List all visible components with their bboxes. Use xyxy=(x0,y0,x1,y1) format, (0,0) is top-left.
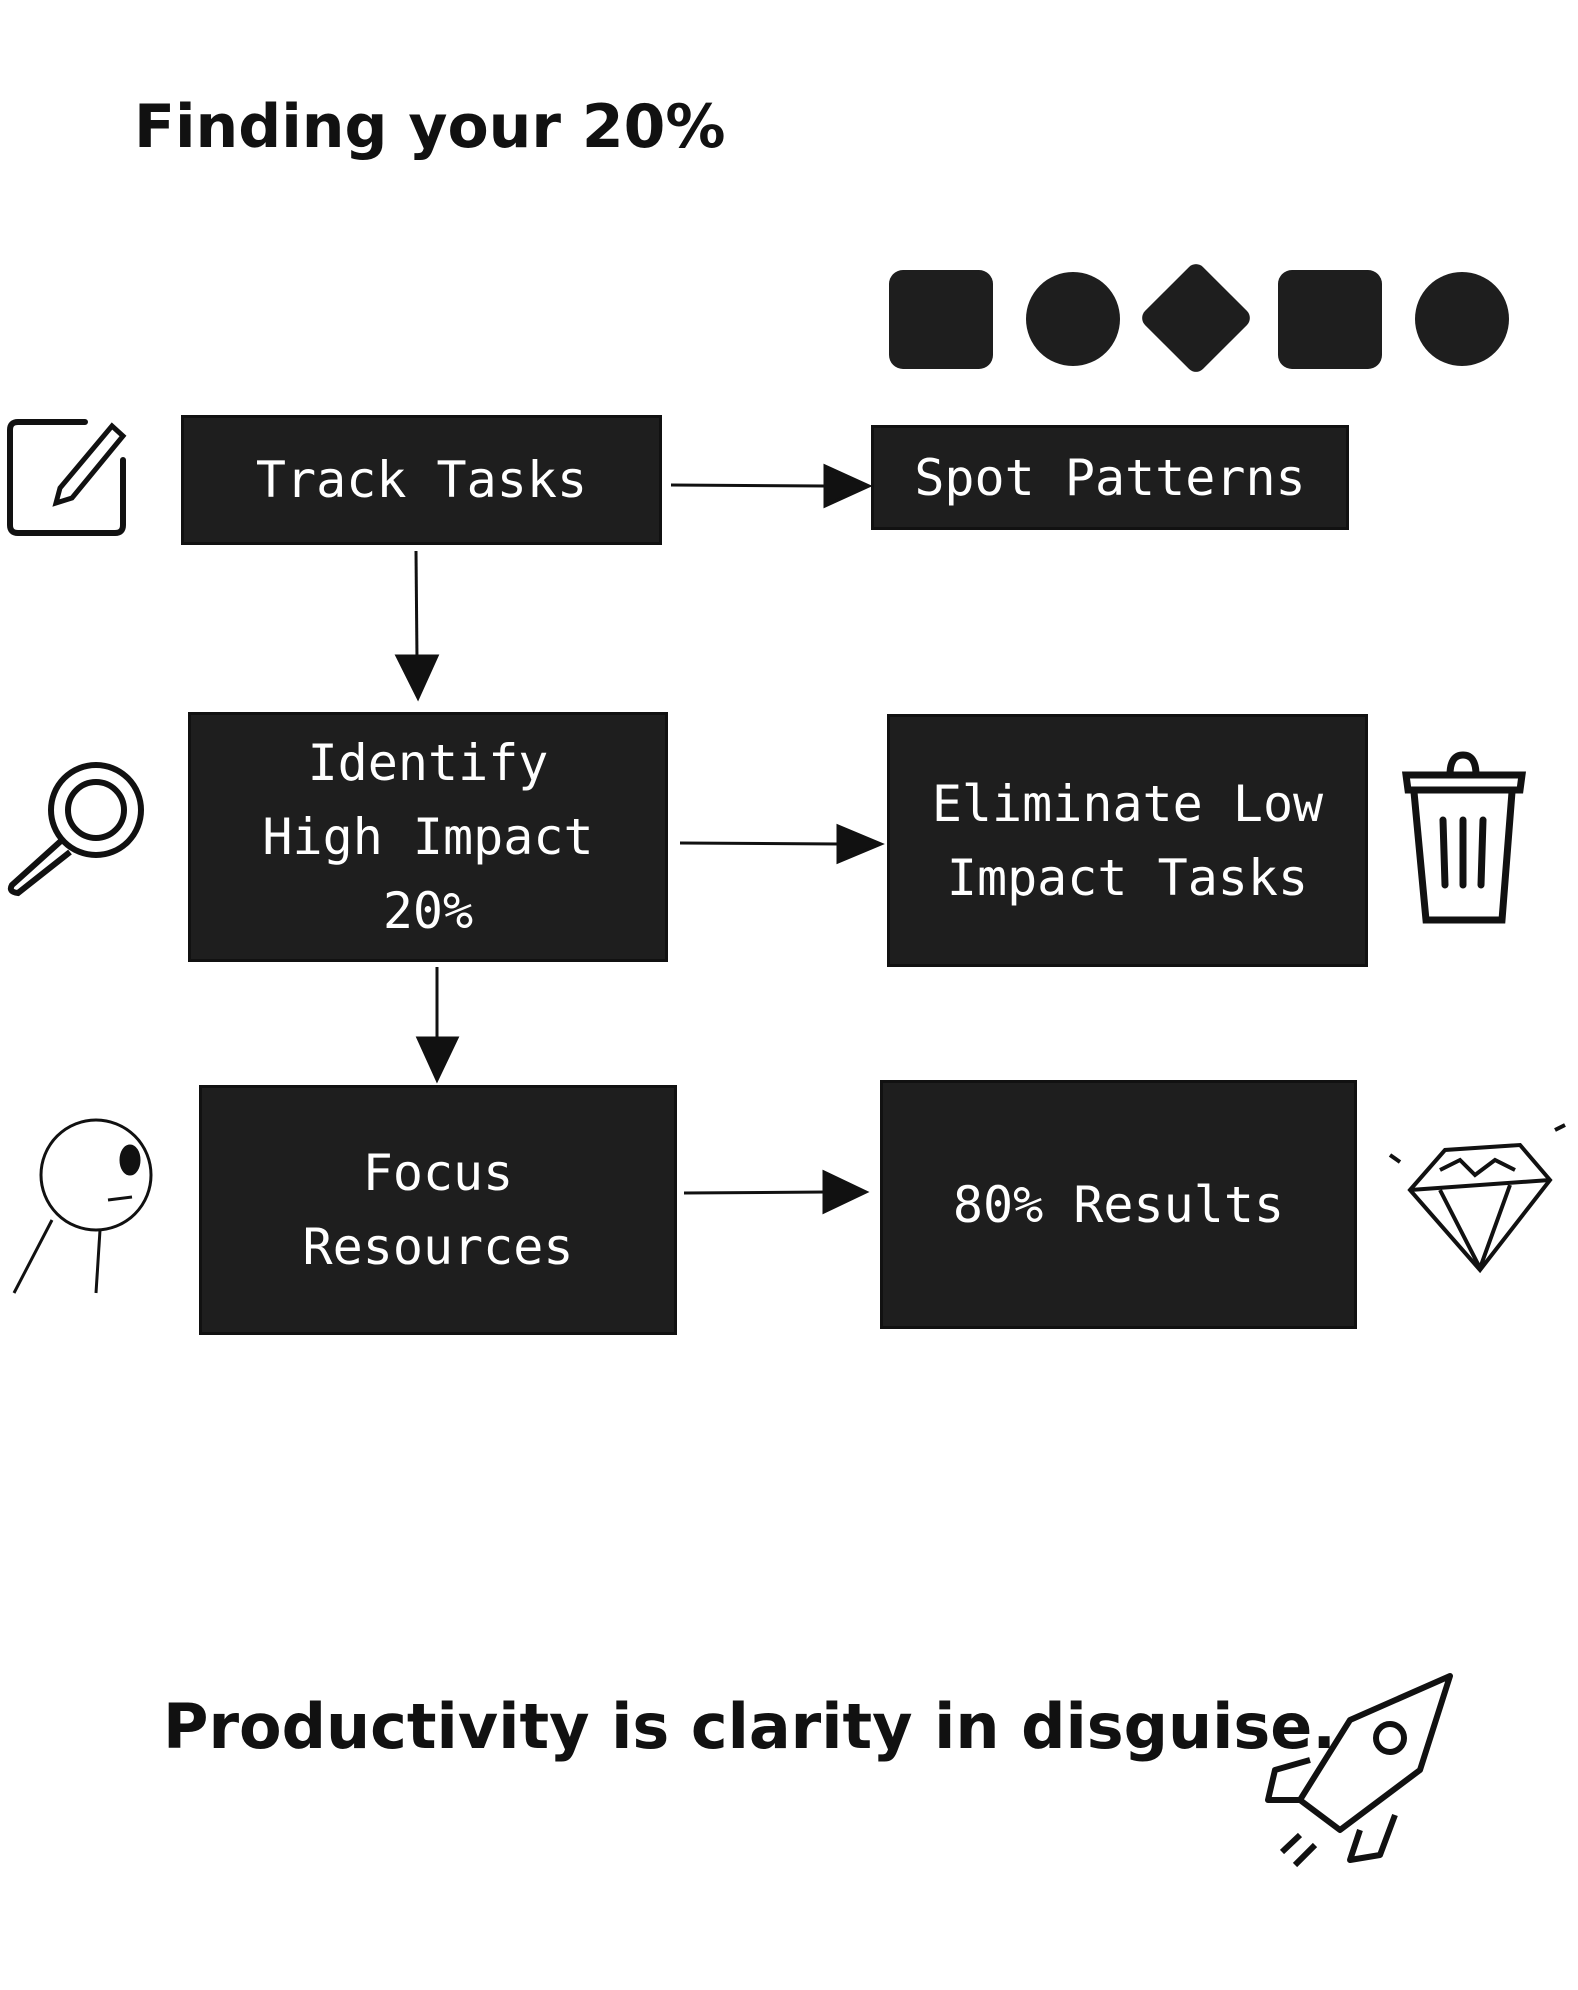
stick-figure-icon xyxy=(12,1118,153,1294)
shape-row-icon xyxy=(889,264,1509,372)
note-pencil-icon xyxy=(7,419,127,536)
rocket-icon xyxy=(1265,1673,1453,1868)
page-title: Finding your 20% xyxy=(134,92,726,162)
focus-resources-box: Focus Resources xyxy=(199,1085,677,1335)
arrow-track-to-identify xyxy=(414,550,419,661)
track-tasks-box: Track Tasks xyxy=(181,415,662,545)
spot-patterns-box: Spot Patterns xyxy=(871,425,1349,530)
results-box: 80% Results xyxy=(880,1080,1357,1329)
trash-icon xyxy=(1402,751,1526,924)
eliminate-low-impact-box: Eliminate Low Impact Tasks xyxy=(887,714,1368,967)
arrow-identify-to-eliminate xyxy=(679,841,841,846)
magnifier-icon xyxy=(7,762,144,897)
diamond-gem-icon xyxy=(1388,1123,1566,1274)
identify-high-impact-box: Identify High Impact 20% xyxy=(188,712,668,962)
arrow-track-to-spot xyxy=(670,483,826,488)
tagline: Productivity is clarity in disguise. xyxy=(163,1690,1336,1763)
arrow-focus-to-results xyxy=(683,1190,827,1195)
